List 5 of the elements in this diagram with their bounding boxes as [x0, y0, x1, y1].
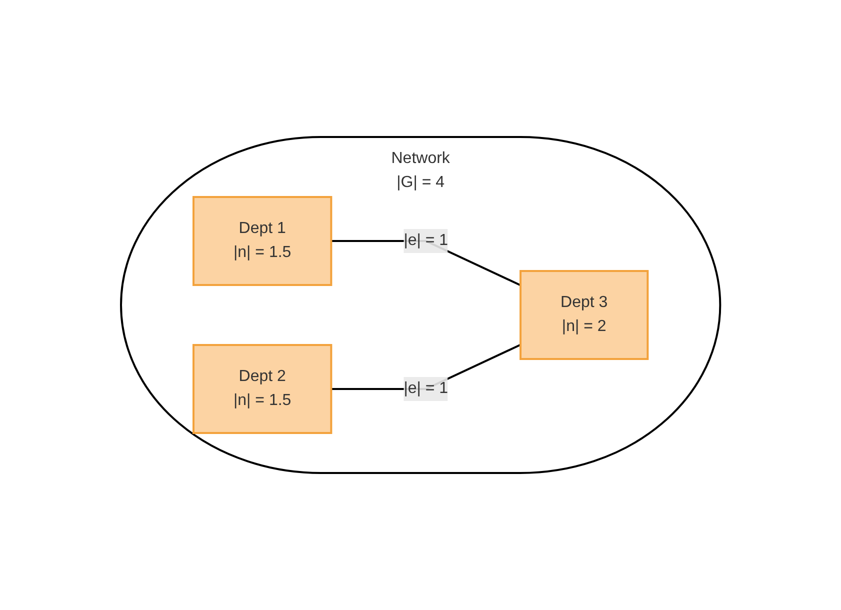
node-box: Dept 2 |n| = 1.5 — [192, 344, 332, 434]
node-box: Dept 3 |n| = 2 — [519, 270, 649, 360]
edge-label: |e| = 1 — [404, 232, 448, 249]
node-box: Dept 1 |n| = 1.5 — [192, 196, 332, 286]
edge-label: |e| = 1 — [404, 380, 448, 397]
